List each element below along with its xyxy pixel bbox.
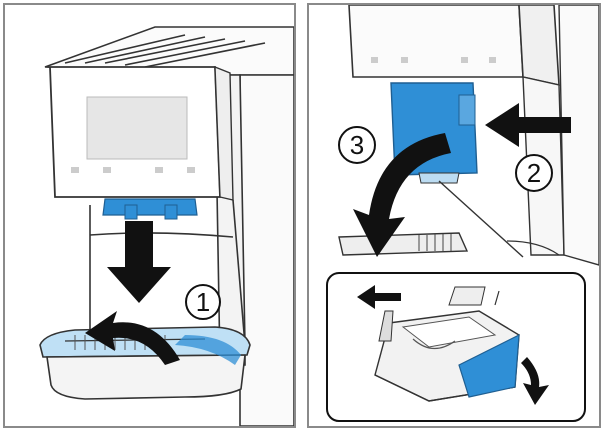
machine-front <box>89 199 246 346</box>
machine-illustration-right: 2 3 <box>326 5 599 422</box>
small-arrow-icon <box>521 357 549 405</box>
step-2-marker: 2 <box>515 154 553 192</box>
coffee-outlet <box>102 198 198 220</box>
down-arrow-icon <box>107 221 171 303</box>
panel-steps-2-3: 2 3 <box>307 3 601 428</box>
display-screen <box>86 96 188 160</box>
step-2-label: 2 <box>527 158 541 188</box>
curved-arrow-icon <box>353 133 451 257</box>
left-arrow-icon <box>357 285 401 309</box>
control-panel <box>49 65 234 201</box>
control-buttons <box>71 167 195 173</box>
left-arrow-icon <box>485 103 571 147</box>
machine-top-right <box>348 5 560 87</box>
curved-arrow-icon <box>85 311 180 365</box>
step-1-label: 1 <box>196 287 210 317</box>
panel-step-1: 1 <box>3 3 296 428</box>
machine-illustration-left: 1 <box>39 26 294 426</box>
inset-detail-box <box>326 180 586 422</box>
step-3-label: 3 <box>350 130 364 160</box>
step-3-marker: 3 <box>338 126 376 164</box>
step-1-marker: 1 <box>185 284 221 320</box>
